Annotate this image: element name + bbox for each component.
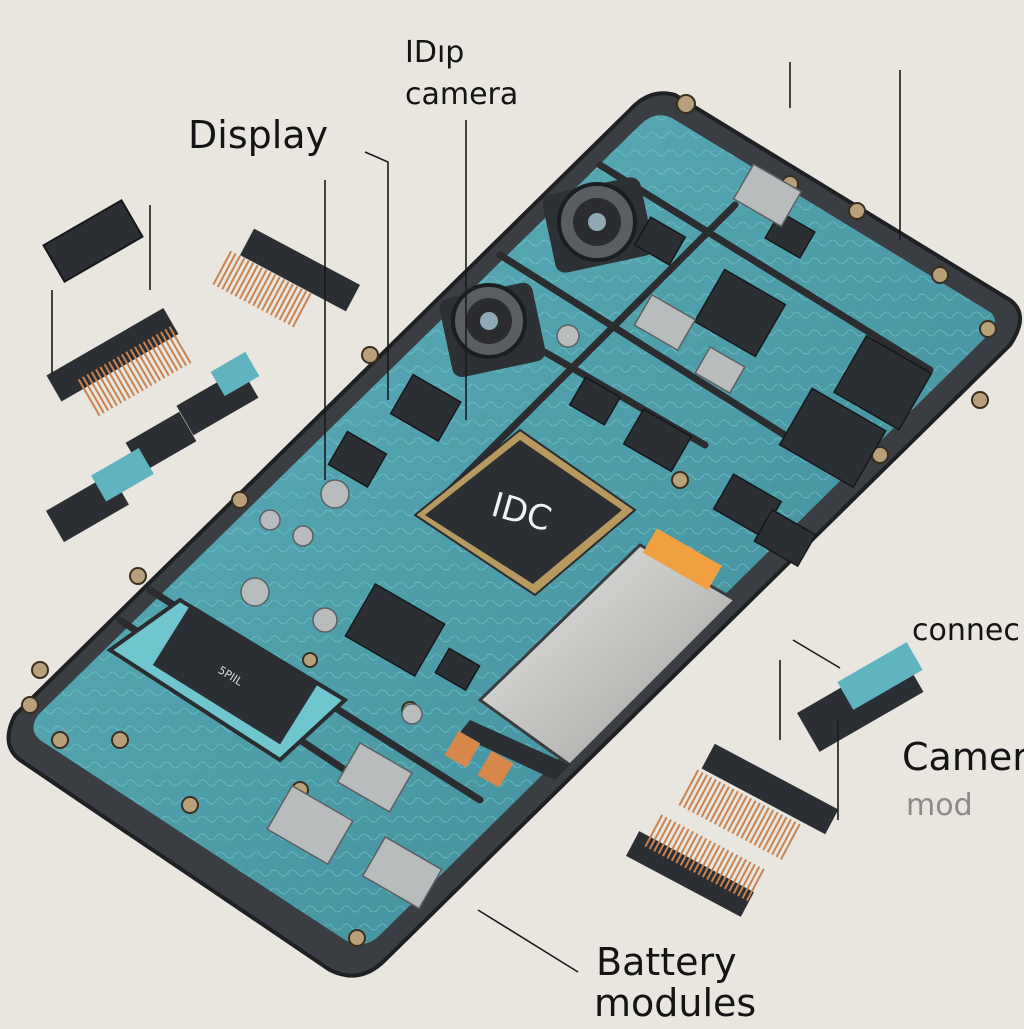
exploded-parts-left xyxy=(42,198,361,543)
screw-holes xyxy=(21,94,997,947)
loose-connector-right-2 xyxy=(626,813,767,917)
loose-chip-right xyxy=(797,642,924,752)
label-connector: connec xyxy=(912,613,1020,648)
loose-connector-1 xyxy=(211,228,361,329)
display-connector-panel: 5PIIL xyxy=(106,597,349,763)
camera-module-top xyxy=(542,177,654,273)
board-chips xyxy=(327,210,933,692)
loose-connector-right-1 xyxy=(677,743,839,861)
loose-chip-2 xyxy=(176,351,260,436)
exploded-parts-right xyxy=(626,642,924,917)
leader-lines xyxy=(51,62,901,973)
label-display: Display xyxy=(188,113,328,157)
phone-body: 5PIIL IDC xyxy=(6,91,1022,978)
label-battery-line1: Battery xyxy=(596,940,737,984)
loose-connector-2 xyxy=(46,308,194,417)
label-battery-line2: modules xyxy=(594,981,756,1024)
loose-chip-1 xyxy=(42,198,144,284)
label-camera-top-line1: IDıp xyxy=(405,35,464,70)
labels: Display IDıp camera connec Camer mod Bat… xyxy=(188,35,1024,1025)
silver-components xyxy=(240,163,803,910)
main-processor-chip: IDC xyxy=(413,428,637,597)
label-camera-right-line2: mod xyxy=(906,788,973,823)
label-camera-top-line2: camera xyxy=(405,77,518,112)
loose-chip-4 xyxy=(45,448,154,543)
label-camera-right-line1: Camer xyxy=(902,735,1024,779)
battery-module xyxy=(444,528,738,788)
